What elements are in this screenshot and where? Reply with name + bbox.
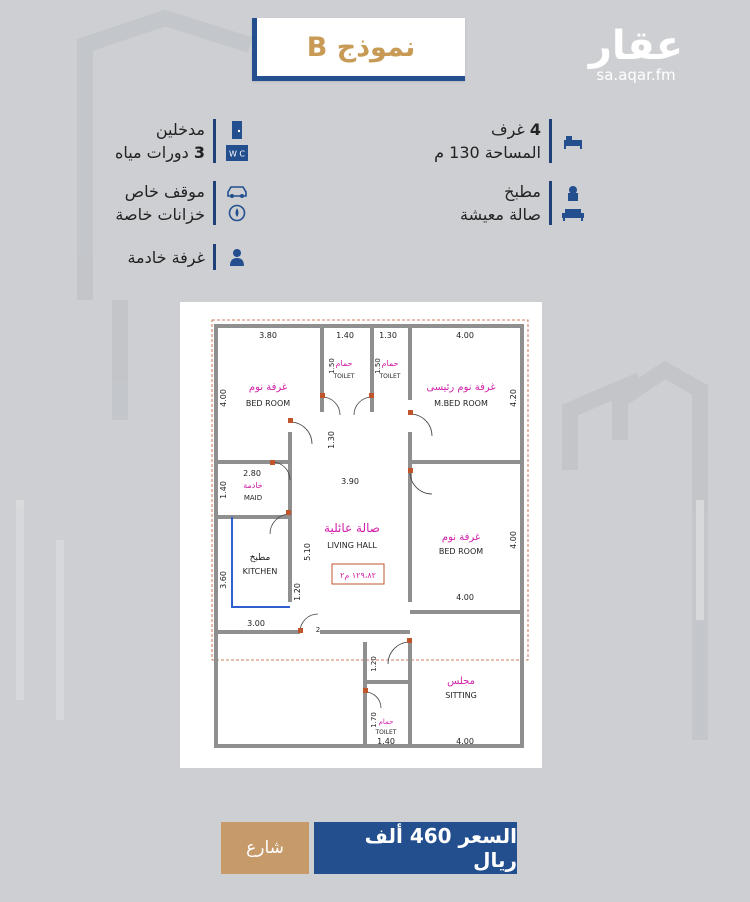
feature-entrances-bathrooms: W C مدخلين 3 دورات مياه	[115, 118, 250, 164]
room-ar-toilet1: حمام	[336, 359, 353, 368]
aqar-logo: عقار sa.aqar.fm	[576, 25, 696, 83]
floor-plan: غرفة نوم BED ROOM غرفة نوم رئيسى M.BED R…	[180, 302, 542, 768]
dim-1-20-a: 1.20	[293, 583, 302, 601]
room-ar-sitting: مجلس	[447, 676, 475, 687]
price-button[interactable]: السعر 460 ألف ريال	[314, 822, 517, 874]
room-ar-bed2: غرفة نوم	[442, 532, 480, 543]
floor-plan-drawing: غرفة نوم BED ROOM غرفة نوم رئيسى M.BED R…	[211, 319, 529, 748]
area-label: المساحة 130 م	[434, 143, 541, 162]
dim-2-80: 2.80	[243, 469, 261, 478]
door-icon	[232, 121, 242, 139]
living-label: صالة معيشة	[460, 205, 541, 224]
parking-label: موقف خاص	[124, 182, 205, 201]
maid-label: غرفة خادمة	[127, 247, 205, 267]
feature-parking-tanks: موقف خاص خزانات خاصة	[115, 180, 250, 226]
entrances-label: مدخلين	[155, 120, 205, 139]
dim-1-50-b: 1.50	[374, 358, 382, 374]
tanks-label: خزانات خاصة	[115, 205, 205, 224]
rooms-label: غرف	[490, 120, 525, 139]
room-ar-mbed: غرفة نوم رئيسى	[426, 382, 495, 393]
dim-1-20-b: 1.20	[370, 656, 378, 672]
sofa-icon	[562, 209, 584, 221]
tank-icon	[228, 204, 246, 222]
room-ar-toilet3: حمام	[379, 718, 394, 726]
dim-4-00-left: 4.00	[219, 389, 228, 407]
feature-maid-room: غرفة خادمة	[127, 244, 250, 270]
logo-wordmark: عقار	[588, 23, 684, 69]
kitchen-label: مطبخ	[504, 182, 541, 201]
dim-1-40-top: 1.40	[336, 331, 354, 340]
person-icon	[230, 249, 244, 266]
street-button[interactable]: شارع	[221, 822, 309, 874]
chef-icon	[568, 186, 578, 201]
room-ar-bed1: غرفة نوم	[249, 382, 287, 393]
dim-1-50-a: 1.50	[328, 358, 336, 374]
room-ar-toilet2: حمام	[382, 359, 399, 368]
room-en-sitting: SITTING	[445, 691, 477, 700]
room-ar-living: صالة عائلية	[324, 521, 380, 535]
room-ar-kitchen: مطبخ	[250, 553, 271, 563]
room-en-toilet1: TOILET	[333, 373, 355, 380]
stair-number: 2	[316, 626, 320, 634]
dim-1-70: 1.70	[370, 712, 378, 728]
rooms-count: 4	[529, 120, 541, 139]
dim-3-00: 3.00	[247, 619, 265, 628]
room-en-living: LIVING HALL	[327, 541, 377, 550]
model-title-card: نموذج B	[252, 18, 465, 81]
dim-4-20: 4.20	[509, 389, 518, 407]
room-en-kitchen: KITCHEN	[243, 567, 278, 576]
living-area-value: ١٢٩،٨٢ م٢	[340, 571, 376, 580]
feature-rooms-area: 4 غرف المساحة 130 م	[434, 118, 586, 164]
dim-3-90: 3.90	[341, 477, 359, 486]
feature-kitchen-living: مطبخ صالة معيشة	[460, 180, 586, 226]
dim-4-00-bed2-bottom: 4.00	[456, 593, 474, 602]
room-ar-maid: خادمة	[243, 481, 263, 490]
svg-text:W C: W C	[229, 150, 245, 159]
car-icon	[227, 186, 247, 198]
dim-4-00-top: 4.00	[456, 331, 474, 340]
dim-3-80: 3.80	[259, 331, 277, 340]
wc-icon: W C	[226, 145, 248, 161]
dim-5-10: 5.10	[303, 543, 312, 561]
dim-3-60: 3.60	[219, 571, 228, 589]
bathrooms-count: 3	[193, 143, 205, 162]
dim-1-30-top: 1.30	[379, 331, 397, 340]
dim-1-40-maid: 1.40	[219, 481, 228, 499]
room-en-toilet2: TOILET	[379, 373, 401, 380]
logo-url: sa.aqar.fm	[596, 66, 676, 84]
room-en-bed1: BED ROOM	[246, 399, 290, 408]
room-en-maid: MAID	[244, 494, 262, 502]
bed-icon	[564, 136, 582, 149]
dim-4-00-bed2: 4.00	[509, 531, 518, 549]
model-title: نموذج B	[306, 31, 416, 63]
room-en-mbed: M.BED ROOM	[434, 399, 488, 408]
dim-1-40-bottom: 1.40	[377, 737, 395, 746]
dim-4-00-bottom: 4.00	[456, 737, 474, 746]
bathrooms-label: دورات مياه	[114, 143, 189, 162]
room-en-bed2: BED ROOM	[439, 547, 483, 556]
dim-1-30-mid: 1.30	[327, 431, 336, 449]
room-en-toilet3: TOILET	[375, 729, 397, 736]
